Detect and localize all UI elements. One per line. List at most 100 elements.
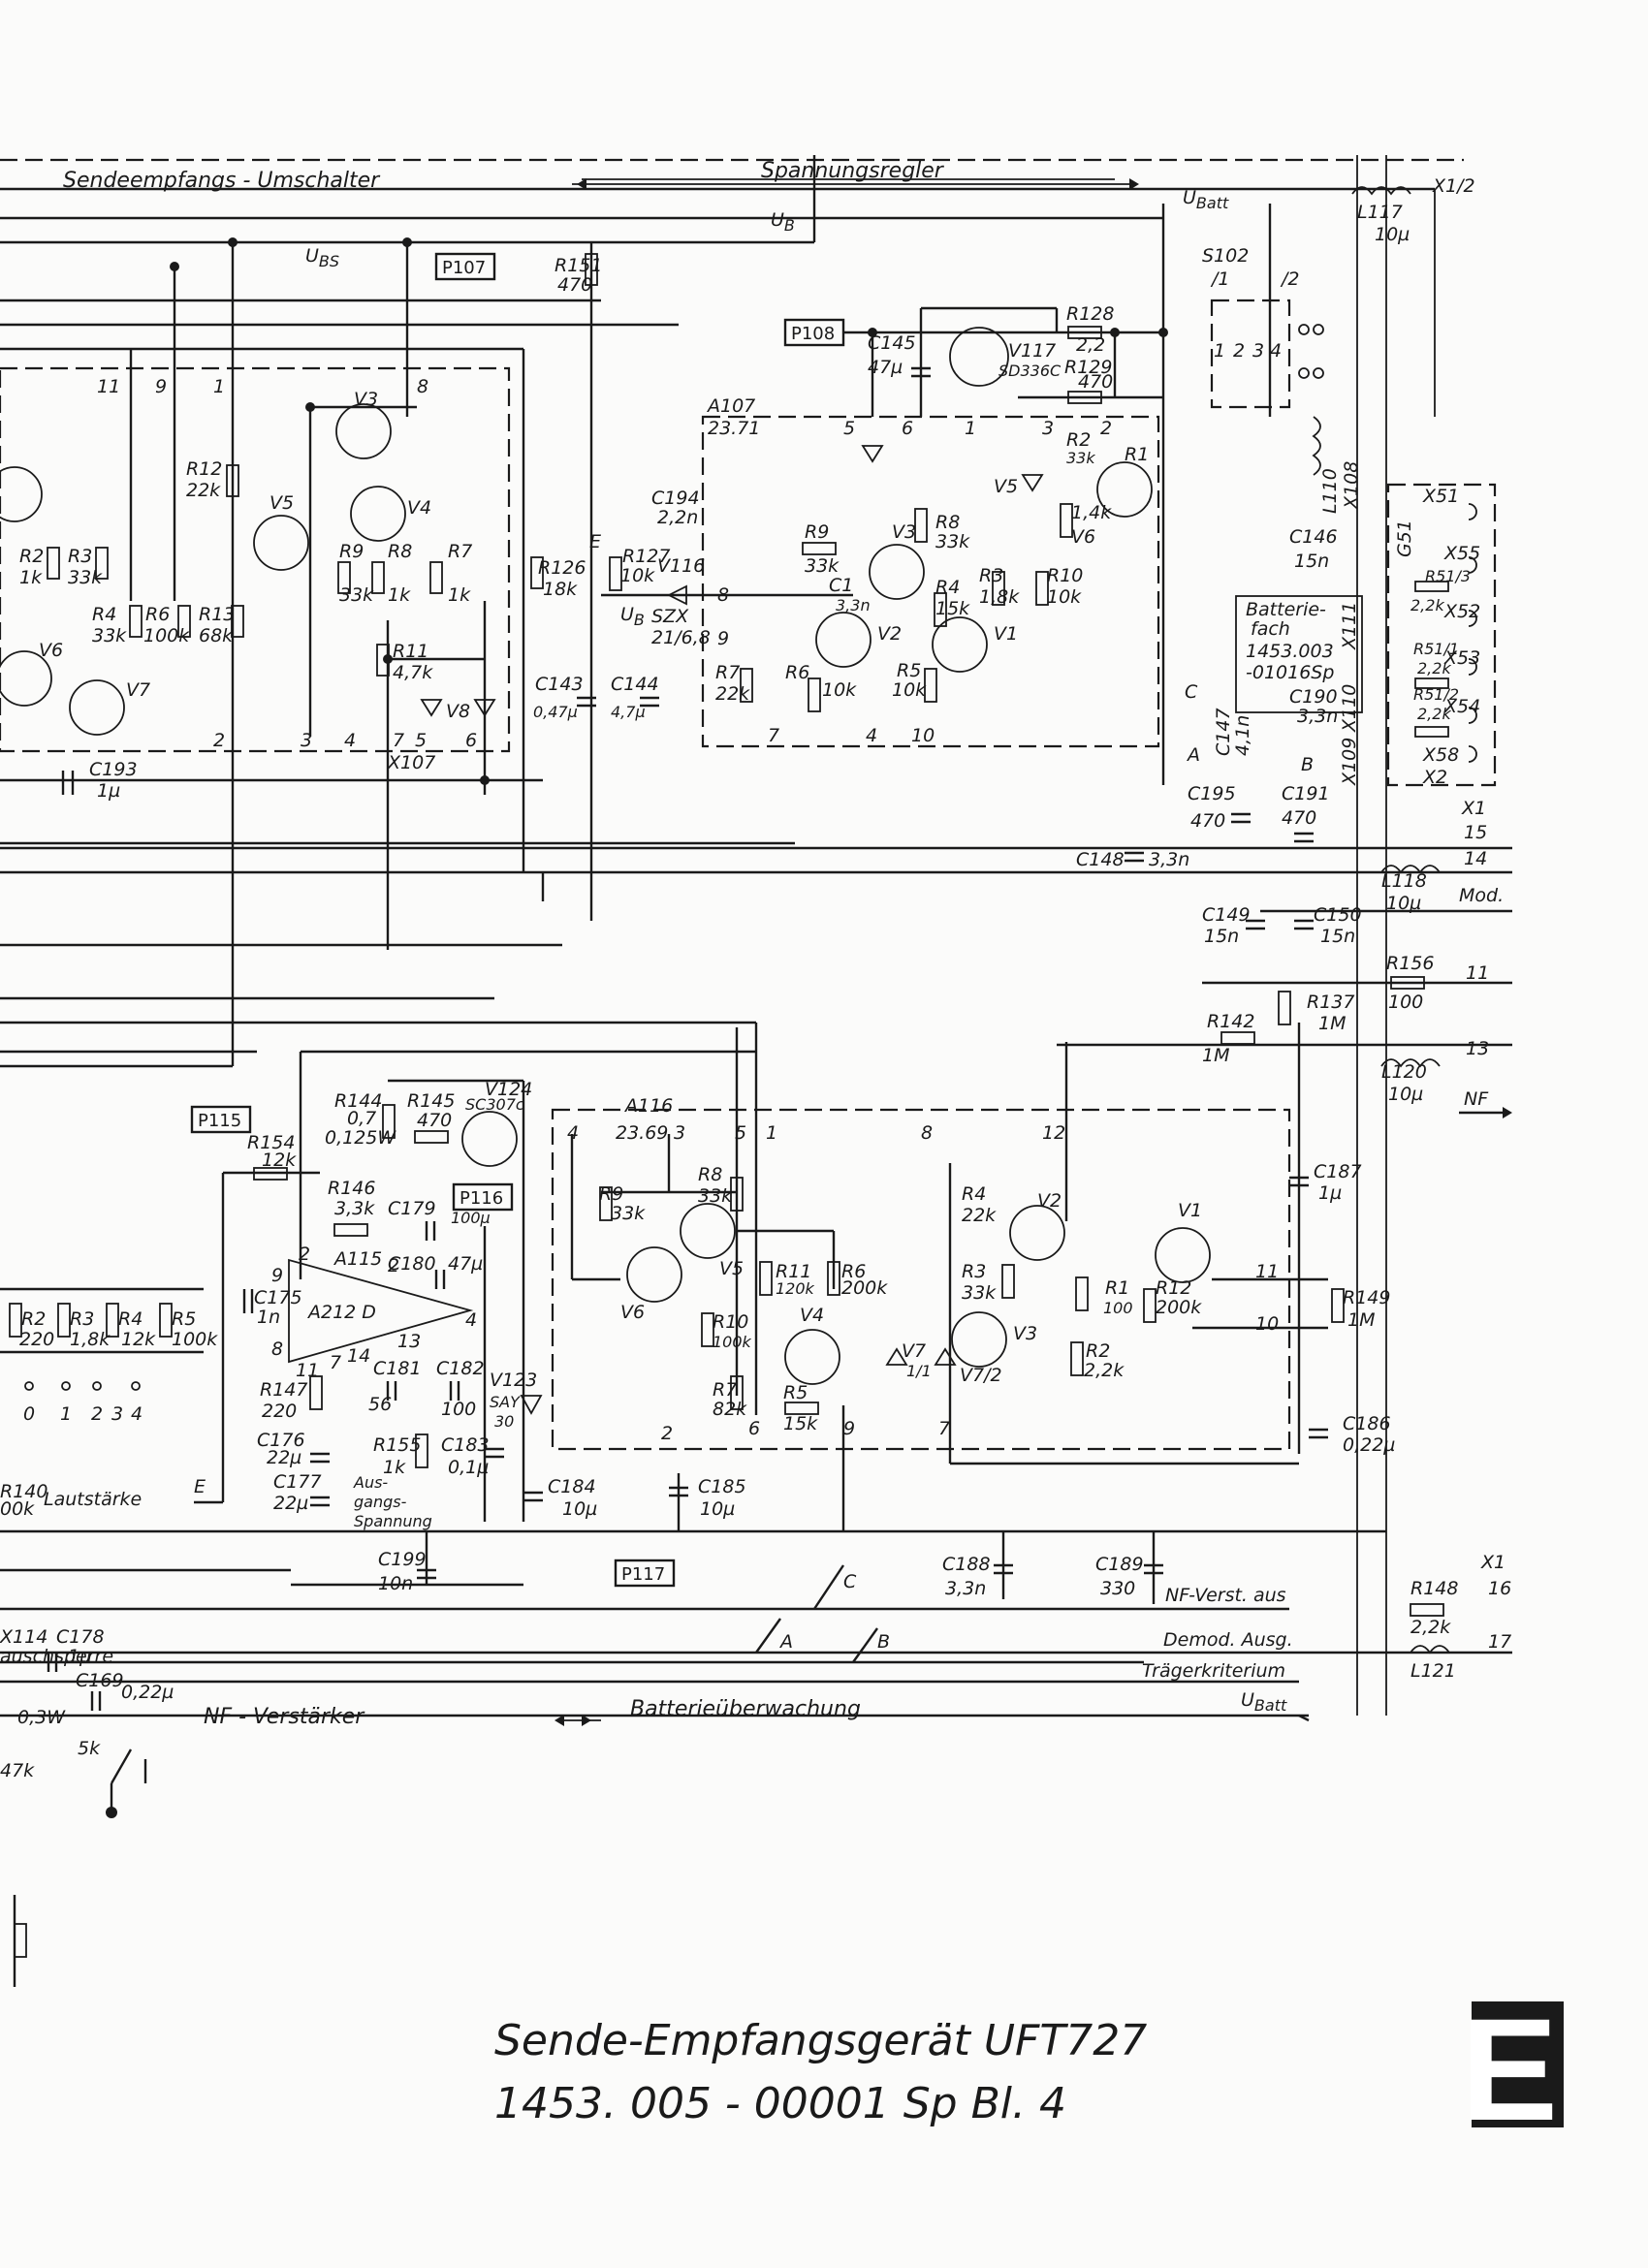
- label-c181: C181: [373, 1358, 422, 1379]
- svg-text:0,1µ: 0,1µ: [448, 1457, 489, 1478]
- svg-text:0,3W: 0,3W: [17, 1707, 66, 1728]
- svg-text:14: 14: [347, 1345, 370, 1367]
- label-r51-2: R51/2: [1413, 685, 1459, 704]
- label-v116: V116: [657, 555, 705, 577]
- svg-text:R7: R7: [448, 541, 472, 562]
- label-c143: C143: [535, 674, 584, 695]
- label-batteriefach: Batterie-: [1246, 599, 1326, 620]
- svg-text:2: 2: [299, 1244, 310, 1265]
- svg-text:6: 6: [748, 1418, 760, 1439]
- section-spannungsregler: Spannungsregler: [761, 159, 945, 183]
- svg-text:P107: P107: [442, 258, 486, 278]
- svg-text:R9: R9: [339, 541, 364, 562]
- svg-text:3: 3: [1252, 340, 1264, 362]
- label-c1-reg: C1: [829, 575, 853, 596]
- svg-text:7: 7: [330, 1352, 341, 1373]
- svg-text:1k: 1k: [383, 1457, 406, 1478]
- battery-connector-section: L117 10µ X1/2 S102 /1 /2 1 2 3 4 L110 X1…: [0, 175, 1512, 1456]
- svg-text:9: 9: [717, 628, 729, 649]
- svg-text:15k: 15k: [783, 1413, 818, 1434]
- label-r144: R144: [334, 1090, 382, 1112]
- label-r6-a116: R6: [841, 1261, 866, 1282]
- svg-text:7: 7: [768, 725, 779, 746]
- svg-text:470: 470: [1282, 807, 1316, 829]
- svg-text:21/6,8: 21/6,8: [651, 627, 711, 648]
- svg-text:15: 15: [1464, 822, 1487, 843]
- svg-text:330: 330: [1100, 1578, 1135, 1599]
- label-r137: R137: [1307, 992, 1354, 1013]
- svg-text:R13: R13: [199, 604, 235, 625]
- label-x110: X110: [1339, 684, 1360, 733]
- svg-text:10k: 10k: [892, 679, 927, 701]
- svg-text:33k: 33k: [805, 555, 840, 577]
- top-bus-lines: [0, 155, 1464, 1716]
- label-g51: G51: [1394, 520, 1415, 557]
- label-c183: C183: [441, 1434, 490, 1456]
- label-c194: C194: [651, 488, 700, 509]
- svg-text:1: 1: [213, 376, 225, 397]
- label-x114: 5k: [78, 1738, 101, 1759]
- testpoint-p108: P108: [783, 318, 845, 347]
- svg-text:33k: 33k: [611, 1203, 646, 1224]
- svg-text:1/1: 1/1: [906, 1362, 932, 1380]
- label-l117: L117: [1357, 202, 1403, 223]
- svg-text:R8: R8: [388, 541, 412, 562]
- svg-text:3: 3: [301, 730, 312, 751]
- label-r1-a116: R1: [1105, 1277, 1129, 1299]
- svg-text:0,22µ: 0,22µ: [1343, 1434, 1395, 1456]
- svg-text:R4: R4: [92, 604, 116, 625]
- svg-text:1n: 1n: [257, 1307, 280, 1328]
- svg-text:12k: 12k: [121, 1329, 156, 1350]
- svg-text:1M: 1M: [1202, 1045, 1229, 1066]
- label-r3-bank: R3: [70, 1308, 94, 1330]
- svg-text:SD336C: SD336C: [998, 362, 1062, 380]
- svg-text:2,2k: 2,2k: [1084, 1360, 1125, 1381]
- svg-text:8: 8: [717, 584, 729, 606]
- label-x1-bottom: X1: [1480, 1552, 1505, 1573]
- label-a212d: A212 D: [306, 1302, 376, 1323]
- svg-text:1µ: 1µ: [1318, 1182, 1342, 1204]
- svg-text:8: 8: [417, 376, 428, 397]
- label-r8-a116: R8: [698, 1164, 722, 1185]
- label-r148: R148: [1410, 1578, 1458, 1599]
- label-r4-bank: R4: [118, 1308, 143, 1330]
- svg-text:1: 1: [766, 1122, 777, 1144]
- label-v123: V123: [490, 1370, 537, 1391]
- label-x53: X53: [1443, 647, 1480, 669]
- svg-text:33k: 33k: [92, 625, 127, 646]
- svg-text:10k: 10k: [1047, 586, 1082, 608]
- label-r141: X114: [0, 1626, 48, 1648]
- label-r140: R140: [0, 1481, 48, 1502]
- testpoint-p107: P107: [434, 252, 496, 281]
- label-r127: R127: [622, 546, 670, 567]
- label-c169: C169: [76, 1670, 124, 1691]
- label-ub-rail: UB: [771, 209, 795, 235]
- label-r8-reg: R8: [935, 512, 960, 533]
- label-l120: L120: [1381, 1061, 1427, 1083]
- svg-text:4: 4: [567, 1122, 579, 1144]
- label-v7: V7: [126, 679, 150, 701]
- label-x58: X58: [1422, 744, 1459, 766]
- label-v5-a116: V5: [719, 1258, 744, 1279]
- svg-text:SC307c: SC307c: [465, 1095, 524, 1114]
- svg-text:8: 8: [921, 1122, 933, 1144]
- label-v7-1: V7: [902, 1340, 926, 1362]
- svg-text:56: 56: [368, 1394, 392, 1415]
- label-c186: C186: [1343, 1413, 1391, 1434]
- svg-text:3,3n: 3,3n: [945, 1578, 986, 1599]
- svg-text:-01016Sp: -01016Sp: [1246, 662, 1334, 683]
- label-r5-bank: R5: [172, 1308, 196, 1330]
- svg-text:Spannung: Spannung: [354, 1512, 432, 1530]
- svg-text:2: 2: [213, 730, 225, 751]
- bottom-section: C188 3,3n C189 330 NF-Verst. aus Demod. …: [0, 681, 1512, 1987]
- section-batterieueberwachung: Batterieüberwachung: [630, 1697, 861, 1721]
- svg-text:30: 30: [494, 1412, 514, 1431]
- label-c179: C179: [388, 1198, 436, 1219]
- svg-text:470: 470: [1078, 371, 1113, 393]
- label-c188: C188: [942, 1554, 991, 1575]
- label-c195: C195: [1188, 783, 1236, 804]
- switching-section: V3 V4 V5 V6 V7 R12 22k R9 33k R8 1k R7 1…: [0, 237, 795, 1068]
- svg-text:18k: 18k: [543, 579, 578, 600]
- svg-text:3,3n: 3,3n: [1149, 849, 1189, 870]
- label-x109: X109: [1339, 738, 1360, 786]
